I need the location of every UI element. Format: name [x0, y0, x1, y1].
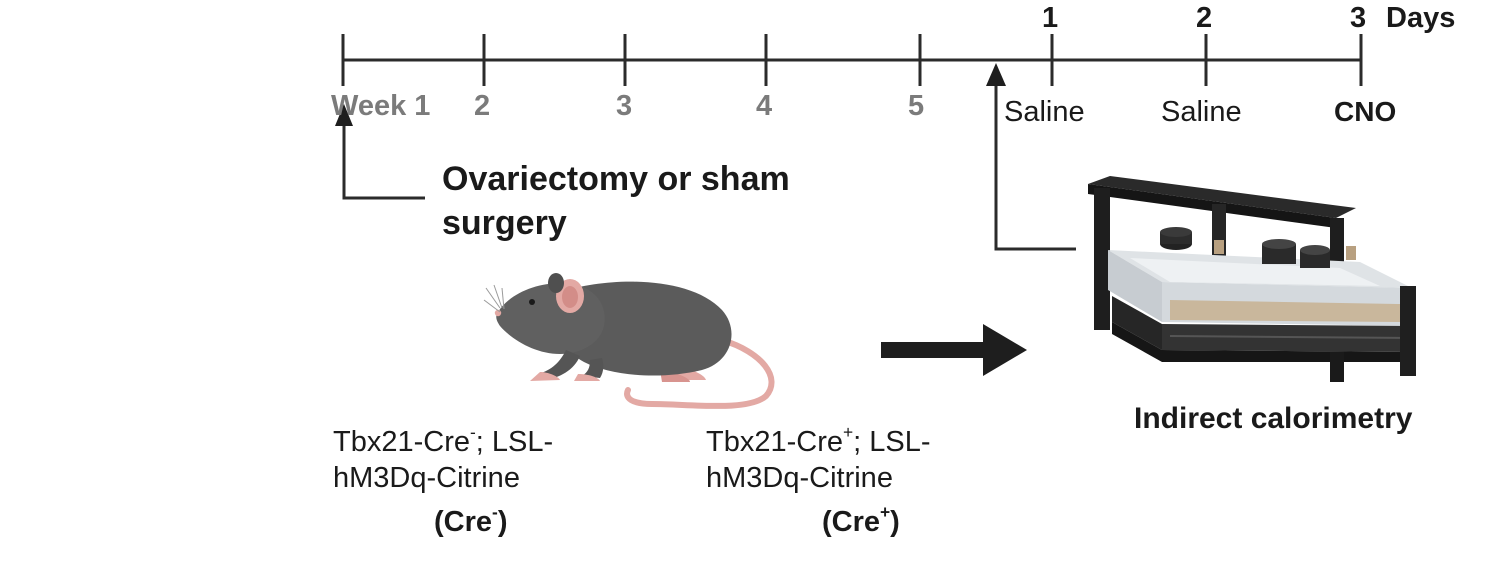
calorimetry-pointer-arrowhead: [986, 63, 1006, 86]
calorimetry-label: Indirect calorimetry: [1134, 402, 1413, 435]
genotype-2-line2: hM3Dq-Citrine: [706, 462, 893, 495]
surgery-pointer-arrowhead: [335, 104, 353, 126]
day-label-3: 3: [1350, 2, 1367, 34]
week-ticks: [341, 34, 922, 86]
mouse-tail: [624, 337, 775, 409]
day-label-2: 2: [1196, 2, 1213, 34]
genotype-1-line1-suffix: ; LSL-: [475, 426, 554, 458]
week-label-2: 2: [474, 90, 491, 122]
days-unit-label: Days: [1386, 2, 1456, 34]
genotype-2-line1-suffix: ; LSL-: [853, 426, 931, 458]
genotype-2-line1-prefix: Tbx21-Cre: [706, 426, 843, 458]
week-label-1: Week 1: [331, 90, 431, 122]
genotype-1-line2: hM3Dq-Citrine: [333, 462, 520, 495]
calorimetry-pointer-line: [994, 82, 1076, 251]
day-label-1: 1: [1042, 2, 1059, 34]
mouse-illustration: [483, 273, 775, 409]
genotype-1-line1-sup: -: [470, 421, 476, 442]
week-label-5: 5: [908, 90, 925, 122]
calorimetry-cage-illustration: [1088, 176, 1416, 382]
genotype-1-line1-prefix: Tbx21-Cre: [333, 426, 470, 458]
genotype-1-tag-suffix: ): [497, 506, 508, 538]
surgery-label: Ovariectomy or sham surgery: [442, 160, 790, 243]
week-label-3: 3: [616, 90, 633, 122]
genotype-2-tag-prefix: (Cre: [822, 506, 881, 538]
surgery-pointer-line: [342, 124, 425, 200]
genotype-2-line1-sup: +: [843, 421, 854, 442]
treatment-label-day-2: Saline: [1161, 96, 1242, 128]
treatment-label-day-3: CNO: [1334, 96, 1397, 127]
mouse-head: [496, 283, 605, 354]
genotype-2-tag-sup: +: [880, 501, 891, 522]
week-label-4: 4: [756, 90, 773, 122]
genotype-label-cre-negative: Tbx21-Cre-; LSL- hM3Dq-Citrine: [333, 421, 633, 497]
genotype-1-tag-sup: -: [492, 501, 498, 522]
genotype-tag-cre-positive: (Cre+): [822, 503, 900, 538]
genotype-2-tag-suffix: ): [890, 506, 900, 538]
genotype-tag-cre-negative: (Cre-): [434, 503, 508, 538]
mouse-eye: [529, 299, 535, 305]
treatment-label-day-1: Saline: [1004, 96, 1085, 128]
genotype-label-cre-positive: Tbx21-Cre+; LSL- hM3Dq-Citrine: [706, 421, 1006, 497]
genotype-1-tag-prefix: (Cre: [434, 506, 493, 538]
day-ticks: [1050, 34, 1363, 86]
right-arrow-icon: [881, 324, 1027, 376]
